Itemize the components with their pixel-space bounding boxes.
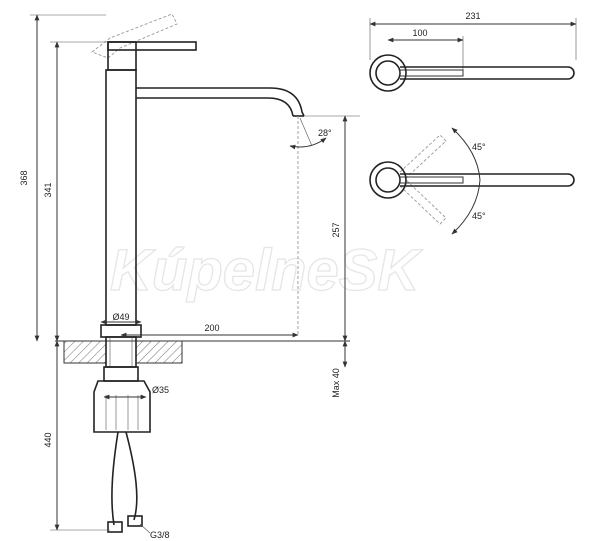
dim-handle-offset: 100 [412,28,427,38]
handle [107,41,197,71]
dim-hose-length: 440 [43,432,53,447]
dim-angle-lower: 45° [472,211,486,221]
fixing-nut [93,366,151,433]
watermark-text: KúpelneSK [110,238,423,303]
dim-top-width: 231 [465,11,480,21]
dim-angle-upper: 45° [472,142,486,152]
top-view-lower: 45° 45° [369,127,575,235]
dim-shank-diameter: Ø35 [152,385,169,395]
dim-spout-angle: 28° [318,128,332,138]
dim-reach: 200 [204,323,219,333]
dim-max-thickness: Max 40 [331,368,341,398]
spout [136,87,305,117]
dim-base-diameter: Ø49 [112,312,129,322]
supply-hoses [107,431,143,533]
countertop [55,340,350,364]
dim-total-height: 368 [19,170,29,185]
side-view: 368 341 257 200 Ø49 Ø35 Max 40 440 G3/8 … [19,13,360,540]
handle-alt-position [91,13,178,59]
dim-body-height: 341 [43,182,53,197]
top-view-upper: 231 100 [369,11,577,92]
dim-spout-height: 257 [331,222,341,237]
dim-connection: G3/8 [150,530,170,540]
